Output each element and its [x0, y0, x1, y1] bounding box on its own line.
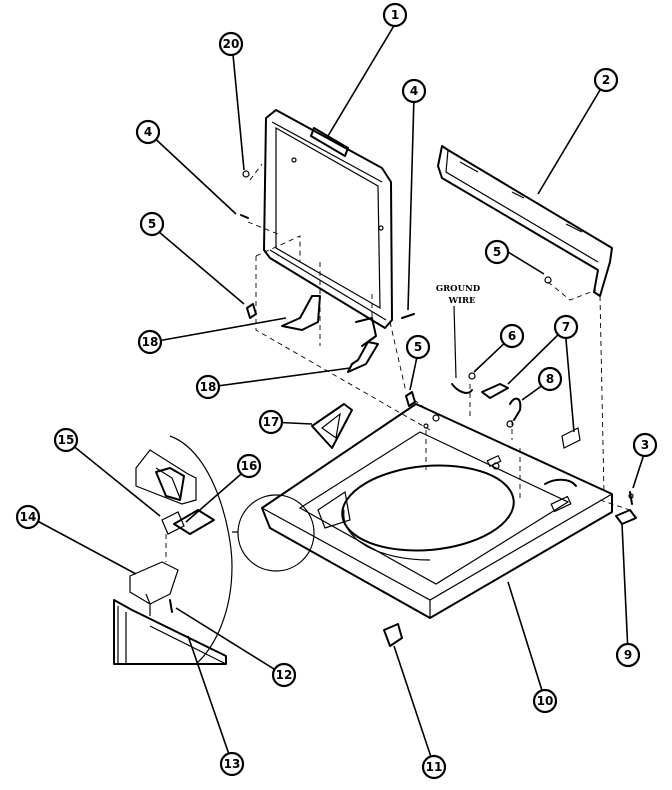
callout-12: 12 — [271, 662, 297, 688]
svg-text:20: 20 — [223, 37, 240, 51]
callout-3: 3 — [632, 432, 658, 458]
svg-text:10: 10 — [537, 694, 554, 708]
callout-2: 2 — [593, 67, 619, 93]
note-ground: GROUND — [436, 284, 481, 294]
svg-text:5: 5 — [493, 245, 501, 259]
svg-text:13: 13 — [224, 757, 241, 771]
callout-5-mid: 5 — [405, 334, 431, 360]
svg-text:4: 4 — [410, 84, 418, 98]
callout-14: 14 — [15, 504, 41, 530]
callout-4-left: 4 — [135, 119, 161, 145]
svg-text:12: 12 — [276, 668, 293, 682]
callout-5-left: 5 — [139, 211, 165, 237]
callout-18-top: 18 — [137, 329, 163, 355]
svg-text:5: 5 — [414, 340, 422, 354]
callout-18-bottom: 18 — [195, 374, 221, 400]
callout-4-right: 4 — [401, 78, 427, 104]
inset-detail — [113, 435, 233, 665]
svg-text:7: 7 — [562, 320, 570, 334]
svg-text:1: 1 — [391, 8, 399, 22]
svg-text:4: 4 — [144, 125, 152, 139]
svg-text:3: 3 — [641, 438, 649, 452]
svg-text:14: 14 — [20, 510, 37, 524]
svg-text:16: 16 — [241, 459, 258, 473]
svg-text:15: 15 — [58, 433, 75, 447]
magnifier-circle — [237, 494, 315, 572]
svg-text:8: 8 — [546, 372, 554, 386]
note-wire: WIRE — [447, 296, 476, 306]
svg-text:2: 2 — [602, 73, 610, 87]
callout-15: 15 — [53, 427, 79, 453]
callout-10: 10 — [532, 688, 558, 714]
callout-8: 8 — [537, 366, 563, 392]
callout-17: 17 — [258, 409, 284, 435]
callout-11: 11 — [421, 754, 447, 780]
svg-text:11: 11 — [426, 760, 443, 774]
back-panel — [437, 145, 613, 297]
callout-5-right: 5 — [484, 239, 510, 265]
svg-text:17: 17 — [263, 415, 280, 429]
callout-16: 16 — [236, 453, 262, 479]
svg-text:9: 9 — [624, 648, 632, 662]
callouts: 1 2 20 4 4 5 5 5 6 7 8 3 9 10 11 12 13 1… — [15, 2, 658, 780]
callout-9: 9 — [615, 642, 641, 668]
callout-6: 6 — [499, 323, 525, 349]
svg-text:6: 6 — [508, 329, 516, 343]
svg-text:18: 18 — [142, 335, 159, 349]
callout-20: 20 — [218, 31, 244, 57]
lid-frame — [263, 109, 393, 329]
svg-text:18: 18 — [200, 380, 217, 394]
washer-top — [261, 403, 613, 619]
callout-13: 13 — [219, 751, 245, 777]
assembly-lines — [165, 163, 631, 562]
leader-lines — [29, 23, 646, 767]
svg-text:5: 5 — [148, 217, 156, 231]
callout-1: 1 — [382, 2, 408, 28]
small-parts — [169, 170, 637, 647]
callout-7: 7 — [553, 314, 579, 340]
